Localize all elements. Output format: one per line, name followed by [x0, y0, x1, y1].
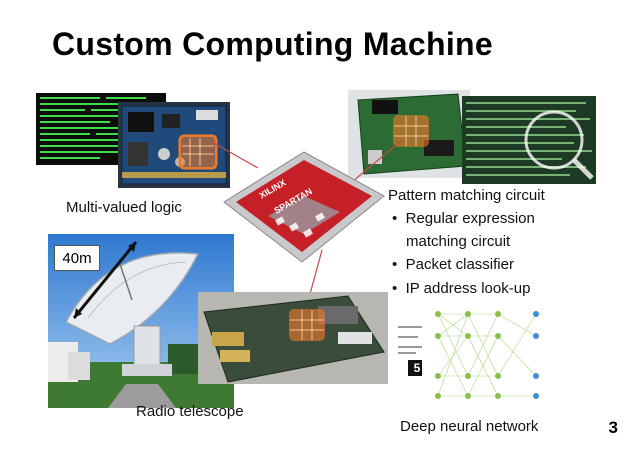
bullet-item: • Regular expression — [392, 210, 535, 227]
bullet-item-continuation: matching circuit — [406, 233, 511, 250]
label-deep-neural-network: Deep neural network — [400, 418, 539, 435]
pattern-text-image — [462, 96, 596, 184]
bullet-dot-icon: • — [392, 256, 398, 273]
label-multi-valued-logic: Multi-valued logic — [66, 199, 182, 216]
nn-inset-number: 5 — [413, 361, 421, 375]
dish-size-label: 40m — [54, 245, 100, 271]
radio-telescope-board-photo — [198, 292, 388, 384]
label-pattern-matching: Pattern matching circuit — [388, 187, 545, 204]
bullet-item: • Packet classifier — [392, 256, 514, 273]
bullet-item: • IP address look-up — [392, 280, 531, 297]
label-radio-telescope: Radio telescope — [136, 403, 244, 420]
neural-network-diagram — [394, 306, 570, 406]
slide-title: Custom Computing Machine — [52, 26, 493, 62]
bullet-dot-icon: • — [392, 280, 398, 297]
fpga-chip — [223, 151, 385, 263]
radio-telescope-photo — [48, 234, 234, 408]
bullet-dot-icon: • — [392, 210, 398, 227]
multi-valued-logic-board-photo — [118, 102, 230, 188]
page-number: 3 — [608, 418, 618, 437]
